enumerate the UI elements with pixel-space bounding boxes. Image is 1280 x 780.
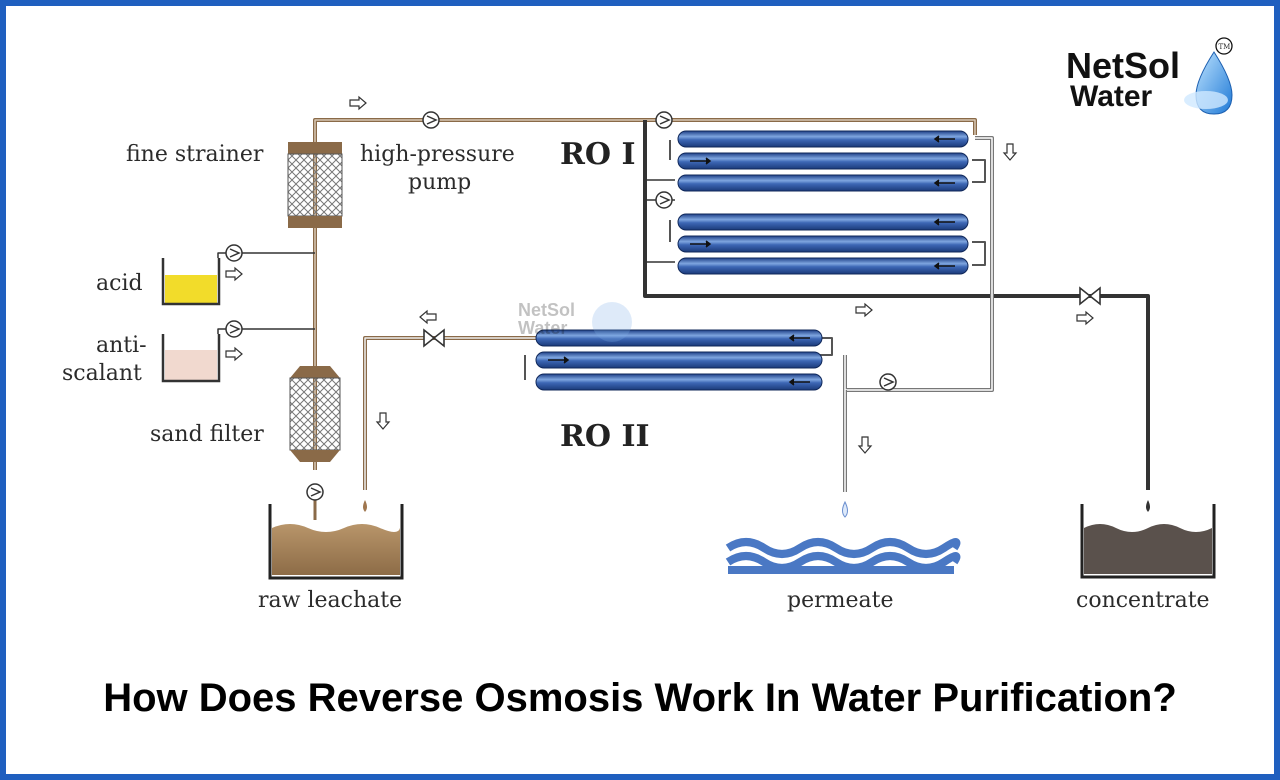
- flow-arrow-right-icon: [225, 267, 243, 281]
- leachate-drop: [363, 500, 367, 512]
- ro2-tube-2: [535, 351, 823, 369]
- high-pressure-pump-icon: [422, 111, 440, 129]
- sand-filter-unit: [289, 366, 341, 462]
- ro1-feed-pump-icon: [655, 111, 673, 129]
- ro2-tube-3: [535, 373, 823, 391]
- ro2-recycle-valve-icon: [423, 329, 445, 347]
- concentrate-drop: [1146, 500, 1150, 512]
- permeate-waves: [725, 538, 961, 574]
- raw-leachate-basin: [268, 504, 404, 580]
- flow-arrow-right-icon: [349, 96, 367, 110]
- label-antiscalant-1: anti-: [96, 333, 147, 358]
- label-antiscalant-2: scalant: [62, 361, 142, 386]
- ro1-tube-6: [677, 257, 969, 275]
- label-ro1: RO I: [560, 137, 636, 172]
- concentrate-valve-icon: [1079, 287, 1101, 305]
- antiscalant-tank: [161, 334, 221, 383]
- flow-arrow-right-icon: [855, 303, 873, 317]
- trademark-mark: TM: [1219, 43, 1231, 51]
- label-concentrate: concentrate: [1076, 588, 1210, 613]
- label-ro2: RO II: [560, 419, 650, 454]
- flow-arrow-down-icon: [858, 436, 872, 454]
- netsol-water-logo: NetSol Water TM: [1066, 37, 1233, 115]
- ro2-membrane-bank: [535, 329, 823, 391]
- label-fine-strainer: fine strainer: [126, 142, 264, 167]
- antiscalant-dosing-pump-icon: [225, 320, 243, 338]
- ro1-tube-2: [677, 152, 969, 170]
- svg-text:Water: Water: [518, 318, 567, 338]
- concentrate-basin: [1080, 504, 1216, 579]
- feed-pump-icon: [306, 483, 324, 501]
- label-sand-filter: sand filter: [150, 422, 264, 447]
- ro2-feed-pump-icon: [879, 373, 897, 391]
- acid-tank: [161, 258, 221, 306]
- logo-name-line2: Water: [1070, 80, 1153, 113]
- pipe-network: [217, 118, 1150, 520]
- label-permeate: permeate: [787, 588, 893, 613]
- ro2-tube-1: [535, 329, 823, 347]
- ro1-tube-3: [677, 174, 969, 192]
- ro1-stage2-pump-icon: [655, 191, 673, 209]
- label-high-pressure-pump-2: pump: [408, 170, 471, 195]
- permeate-drop: [842, 500, 848, 518]
- flow-arrow-right-icon: [225, 347, 243, 361]
- netsol-watermark: NetSol Water: [518, 300, 632, 342]
- acid-dosing-pump-icon: [225, 244, 243, 262]
- label-raw-leachate: raw leachate: [258, 588, 402, 613]
- ro1-tube-4: [677, 213, 969, 231]
- flow-arrow-left-icon: [419, 310, 437, 324]
- logo-name-line1: NetSol: [1066, 45, 1180, 86]
- label-acid: acid: [96, 271, 143, 296]
- flow-arrow-right-icon: [1076, 311, 1094, 325]
- svg-text:NetSol: NetSol: [518, 300, 575, 320]
- flow-arrow-down-icon: [1003, 143, 1017, 161]
- fine-strainer-unit: [287, 142, 343, 228]
- ro1-tube-1: [677, 130, 969, 148]
- page-title: How Does Reverse Osmosis Work In Water P…: [103, 676, 1177, 720]
- label-high-pressure-pump-1: high-pressure: [360, 142, 515, 167]
- flow-arrow-down-icon: [376, 412, 390, 430]
- ro1-tube-5: [677, 235, 969, 253]
- ro1-membrane-bank: [677, 130, 969, 275]
